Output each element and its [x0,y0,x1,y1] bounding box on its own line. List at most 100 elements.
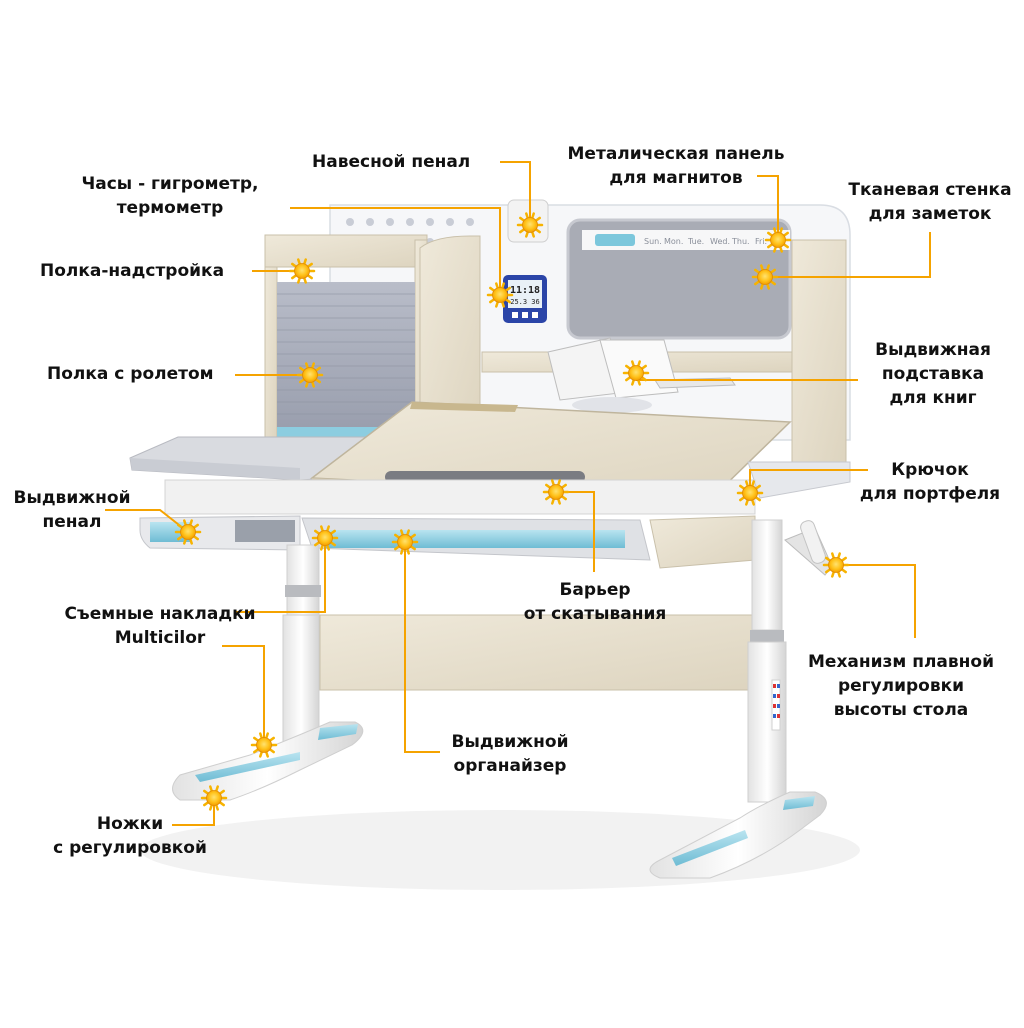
label-legs: Ножки с регулировкой [40,812,220,860]
callout-marker [200,785,228,811]
ruler-strip [410,402,518,412]
callout-marker [764,227,792,253]
weekday-label: Fri. [755,237,767,246]
marker-dot [628,365,644,381]
leader-lines [105,161,931,826]
label-line: Полка-надстройка [40,261,225,281]
label-top-shelf: Полка-надстройка [40,259,224,283]
marker-dot [742,485,758,501]
marker-dot [397,534,413,550]
label-line: Навесной пенал [312,152,471,172]
label-line: подставка [881,364,985,384]
label-pull-out-pencil: Выдвижной пенал [2,486,142,534]
leader-clock [290,207,501,295]
marker-dot [757,269,773,285]
right-foot-overlay-front [672,830,748,866]
marker-dot [180,524,196,540]
label-line: высоты стола [833,700,969,720]
label-pencil-case: Навесной пенал [312,150,470,174]
label-line: Барьер [559,580,631,600]
marker-dot [522,217,538,233]
callout-marker [751,264,779,290]
label-mechanism: Механизм плавной регулировки высоты стол… [788,650,1014,722]
clock-time: 11:18 [510,285,540,296]
organizer-drawer-front [325,530,625,548]
roller-slats [277,293,415,415]
label-line: Выдвижной [451,732,569,752]
weekday-label: Wed. [710,237,730,246]
label-line: Multicilor [114,628,206,648]
right-column-upper [751,519,783,631]
callout-marker [622,360,650,386]
leader-legs [172,800,215,826]
left-desktop-edge [130,458,300,480]
label-line: для портфеля [859,484,1001,504]
label-line: для магнитов [609,168,743,188]
right-foot-overlay-back [783,796,815,810]
label-line: с регулировкой [53,838,207,858]
callout-marker [486,282,514,308]
marker-dot [770,232,786,248]
hutch: Sun. Mon. Tue. Wed. Thu. Fri. 11:18 25.3… [264,199,851,463]
marker-dot [317,530,333,546]
label-clock: Часы - гигрометр, термометр [50,172,290,220]
right-column-ring [750,630,784,642]
label-line: регулировки [837,676,965,696]
shelf-left-side [264,266,278,438]
label-fabric-wall: Тканевая стенка для заметок [832,178,1024,226]
label-line: Тканевая стенка [848,180,1012,200]
label-line: Полка с ролетом [47,364,214,384]
label-line: пенал [42,512,102,532]
leader-metal-panel [757,175,779,240]
middle-divider [419,235,481,441]
leader-overlays-upper [236,538,326,613]
label-organizer: Выдвижной органайзер [436,730,584,778]
label-overlays: Съемные накладки Multicilor [50,602,270,650]
right-side-panel [747,461,851,499]
left-foot-overlay-front [195,752,300,782]
label-barrier: Барьер от скатывания [510,578,680,626]
marker-dot [206,790,222,806]
label-hook: Крючок для портфеля [842,458,1018,506]
callout-marker [736,480,764,506]
right-column-lower [747,641,787,803]
weekday-labels: Sun. Mon. Tue. Wed. Thu. Fri. [644,237,767,246]
callout-marker [822,552,850,578]
logo-badge [595,234,635,246]
book-stand-base [572,397,652,413]
label-metal-panel: Металическая панель для магнитов [548,142,804,190]
marker-dot [294,263,310,279]
weekday-label: Sun. [644,237,662,246]
callout-marker [174,519,202,545]
label-line: Часы - гигрометр, [81,174,259,194]
leader-pencil-case [500,161,531,225]
height-scale [771,679,781,731]
left-column-upper [286,544,320,616]
label-line: Выдвижной [13,488,131,508]
label-book-stand: Выдвижная подставка для книг [858,338,1008,410]
callout-marker [391,529,419,555]
label-line: для книг [889,388,977,408]
frame [139,479,833,879]
label-line: Ножки [96,814,164,834]
label-line: термометр [116,198,224,218]
marker-dot [302,367,318,383]
clock-screen [508,280,542,308]
drawer-side-wood [649,515,756,569]
callout-marker [250,732,278,758]
callout-marker [311,525,339,551]
clock-buttons [512,312,538,318]
weekday-label: Tue. [687,237,704,246]
roller-handle [277,427,415,437]
marker-dot [492,287,508,303]
weekday-label: Thu. [731,237,750,246]
marker-dot [548,484,564,500]
label-roller-shelf: Полка с ролетом [47,362,214,386]
callout-marker [288,258,316,284]
label-line: Механизм плавной [808,652,994,672]
under-frame [164,479,756,515]
left-column-ring [285,585,321,597]
leader-fabric-wall [765,232,931,278]
